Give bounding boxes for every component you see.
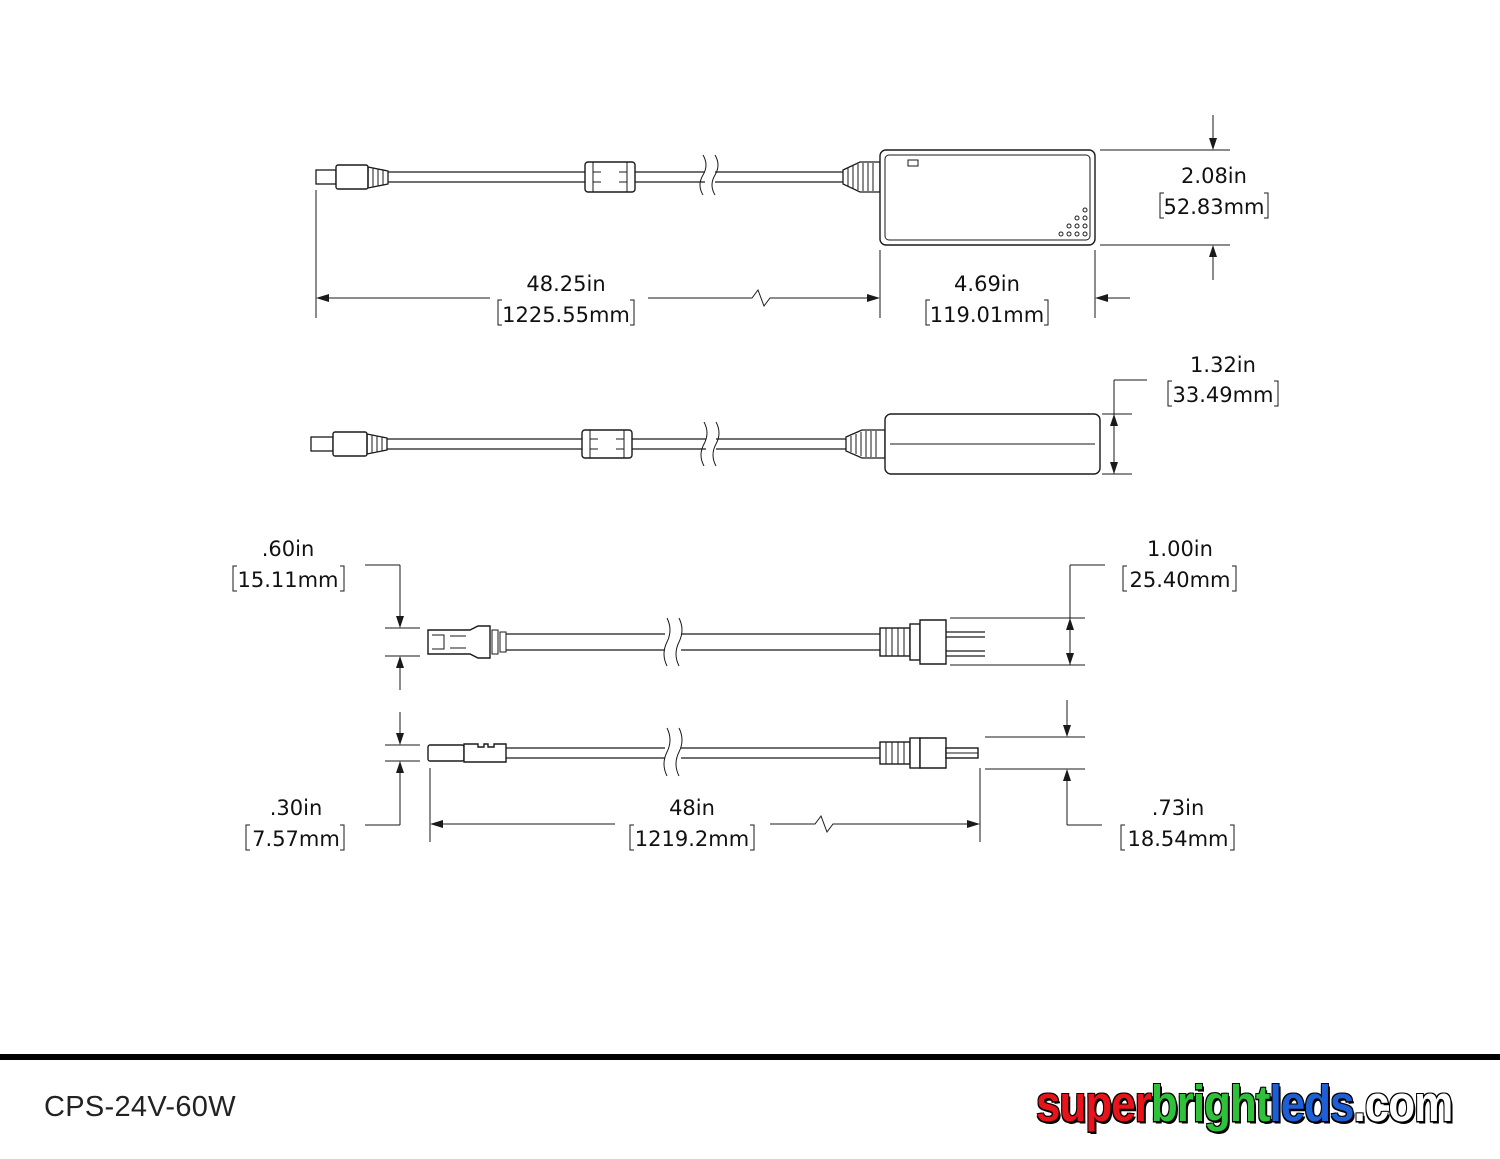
ac-cord-top-view [365, 564, 1105, 690]
ac-cord-side-view [365, 700, 1102, 842]
dim-adapter-height-in: 2.08in [1181, 164, 1247, 188]
dim-adapter-length-mm: 119.01mm [930, 303, 1044, 327]
vent-dots [1058, 207, 1088, 237]
logo-part-3: .com [1353, 1076, 1454, 1133]
dim-plug-width-mm: 25.40mm [1129, 568, 1230, 592]
adapter-side-view [310, 379, 1147, 475]
brand-logo: superbrightleds.com [1036, 1076, 1456, 1140]
logo-part-2: leds [1269, 1076, 1354, 1133]
ac-plug-top [879, 619, 985, 665]
logo-part-0: super [1036, 1076, 1152, 1133]
dim-adapter-thickness-mm: 33.49mm [1172, 383, 1273, 407]
ac-plug-side [879, 737, 979, 769]
c7-connector-side [427, 743, 507, 763]
logo-part-1: bright [1150, 1076, 1271, 1133]
dim-plug-width-in: 1.00in [1147, 537, 1213, 561]
dim-c7-thickness-in: .30in [270, 796, 323, 820]
strain-relief [842, 161, 881, 193]
dim-adapter-length-in: 4.69in [954, 272, 1020, 296]
footer-divider [0, 1054, 1500, 1060]
dim-adapter-height-mm: 52.83mm [1163, 195, 1264, 219]
dc-barrel-plug [315, 164, 389, 190]
dim-c7-height-mm: 15.11mm [237, 568, 338, 592]
dim-c7-thickness-mm: 7.57mm [252, 827, 340, 851]
dim-adapter-thickness-in: 1.32in [1190, 353, 1256, 377]
dim-dc-cable-length-in: 48.25in [526, 272, 605, 296]
ferrite-core [584, 161, 636, 193]
dim-ac-cord-length-mm: 1219.2mm [635, 827, 749, 851]
dim-ac-cord-length-in: 48in [669, 796, 715, 820]
model-number: CPS-24V-60W [44, 1091, 236, 1123]
dim-c7-height-in: .60in [262, 537, 315, 561]
adapter-body [879, 149, 1096, 246]
dim-dc-cable-length-mm: 1225.55mm [502, 303, 630, 327]
technical-drawing: 2.08in 52.83mm 48.25in 1225.55mm 4.69in … [232, 115, 1279, 851]
dim-plug-thickness-in: .73in [1152, 796, 1205, 820]
dim-plug-thickness-mm: 18.54mm [1127, 827, 1228, 851]
c7-connector-top [427, 625, 507, 659]
dimension-labels: 2.08in 52.83mm 48.25in 1225.55mm 4.69in … [232, 164, 1279, 851]
adapter-top-view [315, 115, 1230, 318]
